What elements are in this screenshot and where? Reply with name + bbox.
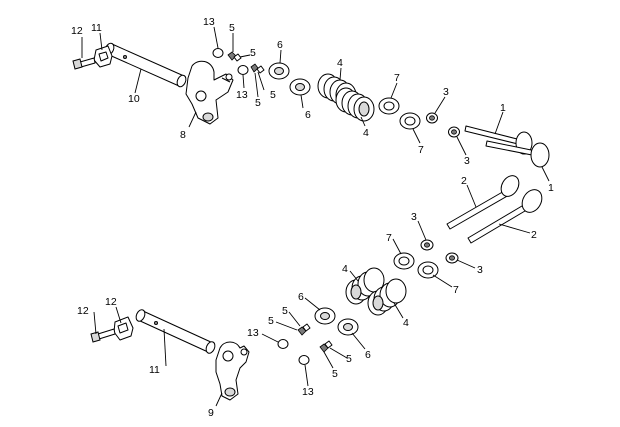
callout-5-lower-a: 5 [282, 305, 288, 317]
callout-5-lower-c: 5 [346, 353, 352, 365]
callout-5-upper-a: 5 [229, 22, 235, 34]
spring-seat-upper-b [399, 112, 421, 130]
rocker-shaft-lower [135, 309, 216, 354]
callout-5-upper-d: 5 [270, 89, 276, 101]
spring-seat-lower-b [417, 261, 439, 279]
callout-3-upper-b: 3 [464, 155, 470, 167]
spring-retainer-upper-b [289, 78, 311, 96]
callout-9: 9 [208, 407, 214, 419]
stem-seal-upper-b [448, 126, 460, 138]
spring-retainer-lower-b [337, 318, 359, 336]
callout-5-lower-b: 5 [268, 315, 274, 327]
rocker-shaft-upper [104, 42, 187, 88]
callout-1-upper-b: 1 [548, 182, 554, 194]
callout-5-upper-b: 5 [250, 47, 256, 59]
stem-seal-upper-a [426, 112, 438, 124]
bolt-lower [90, 328, 116, 343]
callout-2-a: 2 [461, 175, 467, 187]
callout-3-upper-a: 3 [443, 86, 449, 98]
spring-retainer-upper-a [268, 62, 290, 80]
valve-cotter-lower-b [319, 340, 333, 353]
valve-cotter-lower-a [297, 323, 311, 336]
leader-lines [81, 26, 550, 407]
callout-10-lower: 11 [149, 364, 160, 376]
valve-middle-b [467, 189, 543, 244]
valve-middle-a [446, 175, 520, 230]
callout-7-lower-b: 7 [453, 284, 459, 296]
spring-seat-upper-a [378, 97, 400, 115]
valve-cap-lower-b [298, 355, 310, 365]
callout-6-lower-a: 6 [298, 291, 304, 303]
shaft-holder-lower [113, 316, 134, 341]
valve-spring-lower-a [345, 267, 385, 305]
callout-4-lower-b: 4 [403, 317, 409, 329]
callout-labels: 12 11 10 8 13 5 5 13 5 5 6 6 4 4 7 7 3 3… [71, 16, 554, 419]
stem-seal-middle-a [420, 239, 434, 251]
callout-1-upper-a: 1 [500, 102, 506, 114]
callout-12-upper: 12 [71, 25, 83, 37]
callout-7-upper-a: 7 [394, 72, 400, 84]
callout-8: 8 [180, 129, 186, 141]
callout-4-lower-a: 4 [342, 263, 348, 275]
valve-spring-lower-b [367, 278, 407, 316]
rocker-arm-lower [215, 341, 250, 401]
bolt-upper [72, 57, 96, 70]
callout-13-upper-a: 13 [203, 16, 215, 28]
callout-13-upper-b: 13 [236, 89, 248, 101]
callout-6-upper-b: 6 [305, 109, 311, 121]
valve-cap-lower-a [277, 339, 289, 349]
callout-4-upper-b: 4 [363, 127, 369, 139]
callout-6-upper-a: 6 [277, 39, 283, 51]
callout-13-lower-a: 13 [247, 327, 259, 339]
valve-cap-upper-a [212, 48, 224, 58]
callout-2-b: 2 [531, 229, 537, 241]
callout-11-upper: 11 [91, 22, 102, 34]
stem-seal-middle-b [445, 252, 459, 264]
callout-11-lower: 12 [105, 296, 117, 308]
callout-13-lower-b: 13 [302, 386, 314, 398]
callout-7-upper-b: 7 [418, 144, 424, 156]
callout-3-middle-a: 3 [411, 211, 417, 223]
spring-seat-lower-a [393, 252, 415, 270]
callout-12-lower: 12 [77, 305, 89, 317]
valve-spring-upper-b [335, 87, 375, 122]
shaft-holder-upper [93, 45, 113, 68]
valve-cotter-upper-b [250, 63, 265, 74]
callout-5-lower-d: 5 [332, 368, 338, 380]
rocker-arm-upper [185, 60, 234, 125]
callout-5-upper-c: 5 [255, 97, 261, 109]
callout-3-middle-b: 3 [477, 264, 483, 276]
valve-cotter-upper-a [227, 51, 242, 62]
callout-6-lower-b: 6 [365, 349, 371, 361]
callout-10-upper: 10 [128, 93, 140, 105]
callout-7-lower-a: 7 [386, 232, 392, 244]
valve-upper-b [485, 140, 550, 168]
callout-4-upper-a: 4 [337, 57, 343, 69]
valve-cap-upper-b [237, 65, 249, 75]
spring-retainer-lower-a [314, 307, 336, 325]
